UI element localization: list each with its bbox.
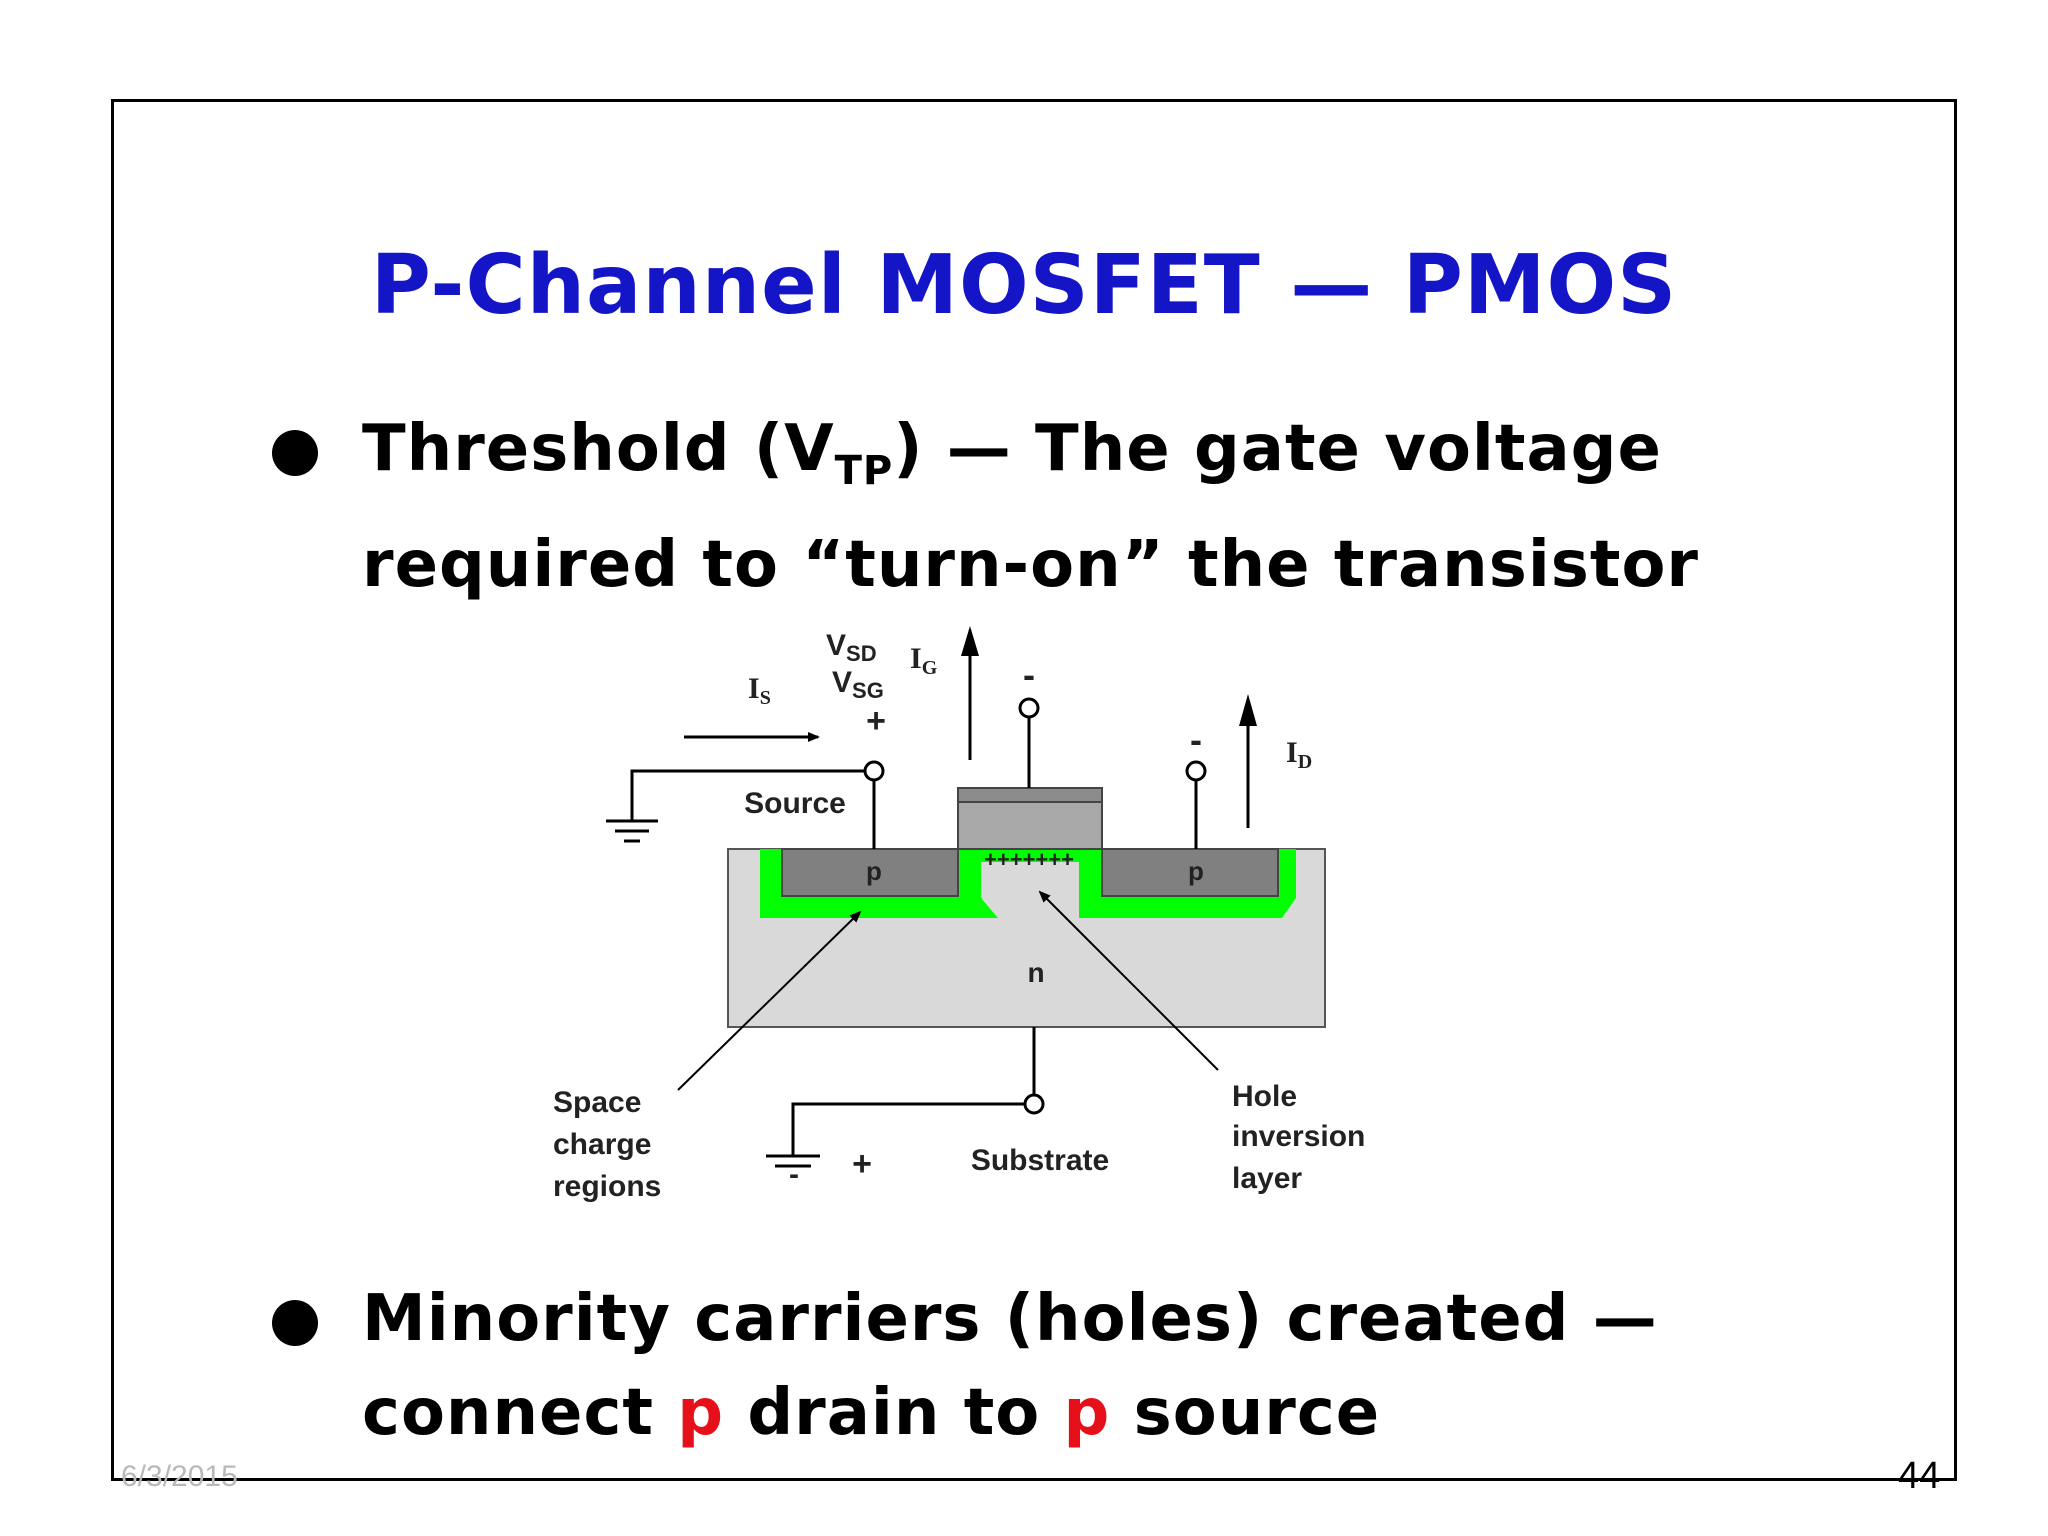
substrate-ground-wire [791,1102,1025,1155]
n-label: n [1027,957,1044,988]
source-ground-wire [630,769,865,820]
ground-minus: - [789,1158,799,1191]
is-label: IS [748,672,771,709]
hole-inversion-label-1: Hole [1232,1080,1297,1113]
gate-electrode [957,787,1103,803]
id-arrow-head [1239,694,1257,726]
source-terminal[interactable] [863,760,885,782]
space-charge-label-3: regions [553,1170,661,1203]
minority-line1: Minority carriers (holes) created — [362,1282,1658,1356]
drain-minus: - [1190,719,1202,760]
minority-p-drain: p [677,1376,725,1450]
threshold-line2: required to “turn-on” the transistor [362,528,1699,602]
ig-label: IG [910,642,938,679]
hole-inversion-pointer [1038,890,1219,1071]
hole-inversion-label-2: inversion [1232,1120,1365,1153]
minority-part2: drain to [724,1376,1064,1450]
gate-terminal[interactable] [1018,697,1040,719]
holes-label: +++++++ [984,847,1074,872]
p-label-drain: p [1188,856,1204,886]
bullet-threshold-text: Threshold (VTP) — The gate voltage requi… [362,402,1699,612]
hole-inversion-label-3: layer [1232,1162,1302,1195]
footer-date: 6/3/2015 [121,1460,238,1493]
source-plus: + [866,702,886,740]
substrate-label: Substrate [971,1144,1109,1177]
substrate-plus: + [852,1145,872,1183]
p-region-source [781,848,959,897]
space-charge-label-1: Space [553,1086,641,1119]
slide-title: P-Channel MOSFET — PMOS [370,238,1678,333]
vsg-label: VSG [832,666,884,703]
threshold-part1: Threshold (V [362,412,835,486]
gate-minus: - [1023,654,1035,695]
ig-arrow-head [961,626,979,656]
drain-terminal[interactable] [1185,760,1207,782]
bullet-minority-text: Minority carriers (holes) created — conn… [362,1272,1658,1460]
p-label-source: p [866,856,882,886]
minority-part3: source [1110,1376,1381,1450]
page-number: 44 [1898,1455,1941,1497]
space-charge-pointer [677,910,862,1091]
bullet-dot [272,430,318,476]
p-region-drain [1101,848,1279,897]
bullet-dot [272,1300,318,1346]
minority-p-source: p [1063,1376,1111,1450]
substrate-terminal[interactable] [1023,1093,1045,1115]
slide-frame [111,99,1957,1481]
id-label: ID [1286,736,1312,773]
threshold-part2: ) — The gate voltage [893,412,1662,486]
threshold-subscript: TP [834,448,894,494]
source-label: Source [744,787,846,820]
space-charge-label-2: charge [553,1128,651,1161]
inversion-layer [958,849,1100,862]
vsd-label: VSD [826,629,877,666]
minority-part1: connect [362,1376,678,1450]
